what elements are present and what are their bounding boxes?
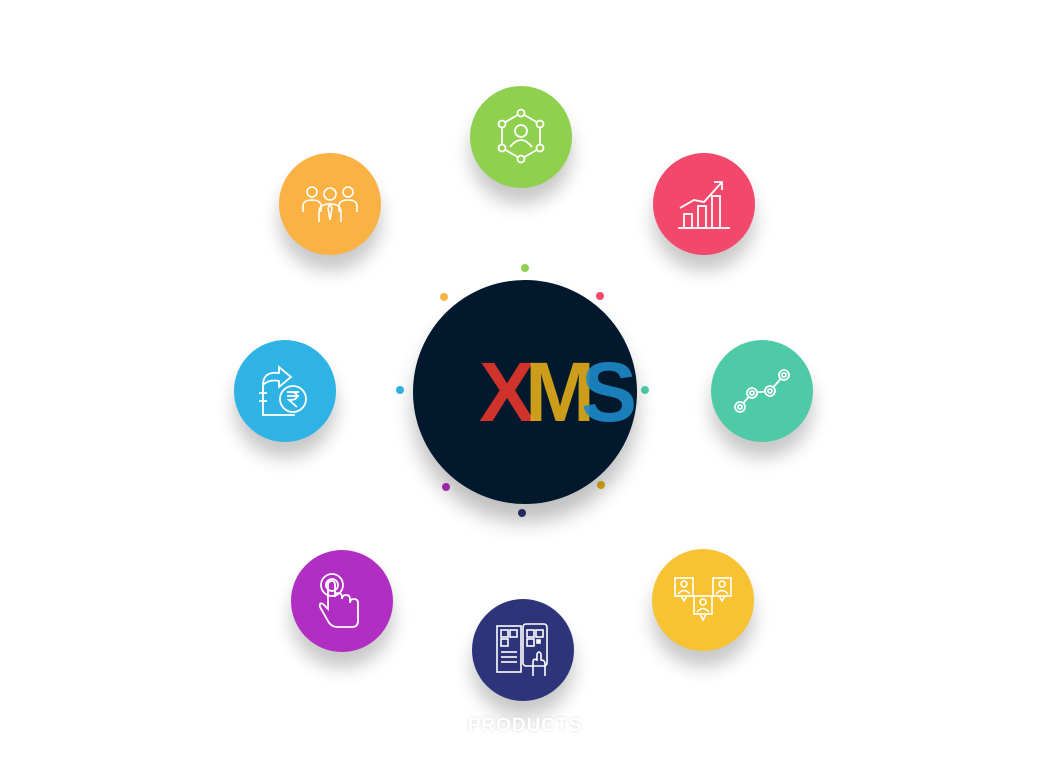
node-growth-chart[interactable] [653, 153, 755, 255]
orbit-dot-bottom-left [442, 483, 450, 491]
orbit-dot-top-right [596, 292, 604, 300]
node-rupee-transfer[interactable] [234, 340, 336, 442]
node-user-network[interactable] [470, 86, 572, 188]
node-qr-scan[interactable] [472, 599, 574, 701]
orbit-dot-top-left [440, 293, 448, 301]
qr-code-scan-icon [496, 623, 548, 676]
rupee-transfer-icon [259, 365, 307, 416]
node-people-feedback[interactable] [652, 549, 754, 651]
orbit-dot-bottom [518, 509, 526, 517]
node-team-group[interactable] [279, 153, 381, 255]
node-connected-nodes[interactable] [711, 340, 813, 442]
xms-logo: X M S [445, 345, 637, 439]
user-network-icon [497, 108, 545, 164]
logo-letter-m: M [525, 345, 595, 439]
hand-tap-icon [318, 573, 359, 628]
people-feedback-icon [674, 577, 732, 622]
logo-letter-s: S [581, 345, 637, 439]
node-hand-tap[interactable] [291, 550, 393, 652]
logo-letter-x: X [479, 345, 535, 439]
growth-bar-chart-icon [678, 181, 730, 229]
orbit-dot-bottom-right [597, 481, 605, 489]
connected-nodes-line-icon [734, 369, 790, 413]
xms-hub[interactable]: X M S [413, 280, 637, 504]
orbit-dot-right [641, 386, 649, 394]
orbit-dot-left [396, 386, 404, 394]
products-caption: PRODUCTS [467, 715, 583, 736]
orbit-dot-top [521, 264, 529, 272]
team-group-icon [302, 186, 358, 222]
